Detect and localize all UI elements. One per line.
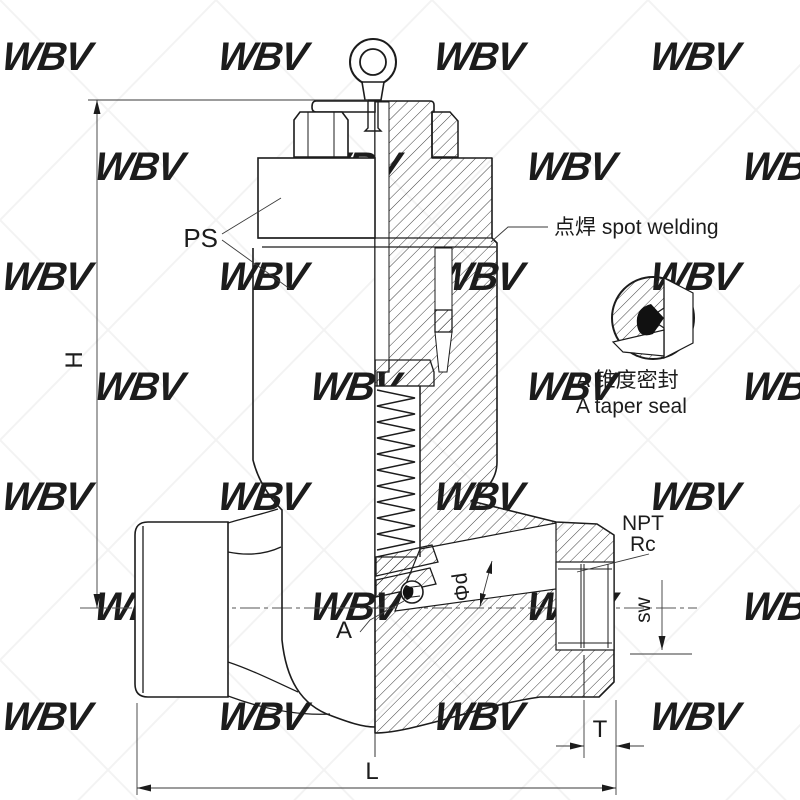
dimensions: H L T sw Φd: [61, 99, 692, 795]
eyebolt-shank: [361, 81, 385, 101]
spring: [376, 389, 416, 551]
internals: [375, 309, 453, 598]
detail-title-en: A taper seal: [576, 395, 687, 418]
seal-black: [402, 585, 414, 600]
spring-guide: [376, 359, 435, 387]
label-rc: Rc: [630, 533, 656, 556]
dim-t: T: [593, 716, 608, 743]
dim-l: L: [365, 758, 378, 785]
top-plate-left: [311, 100, 376, 113]
seal-groove: [434, 247, 453, 311]
dim-sw: sw: [632, 596, 655, 623]
seal-balloon: [400, 580, 424, 604]
eyebolt-hole: [359, 48, 387, 76]
stem-bore: [374, 101, 390, 361]
transition-curves: [142, 508, 331, 715]
eyebolt-stem: [363, 100, 383, 132]
detail-title-cn: A 锥度密封: [576, 369, 679, 392]
dim-h: H: [61, 351, 88, 368]
detail-view-a: A 锥度密封 A taper seal: [576, 276, 695, 418]
annotations: PS 点焊 spot welding NPT Rc A: [183, 197, 719, 644]
label-spot-welding: 点焊 spot welding: [554, 216, 719, 239]
body-left-outline: [252, 248, 376, 728]
retainer-section: [431, 111, 459, 158]
bonnet-upper: [257, 157, 376, 239]
inlet-port: [134, 521, 229, 698]
outlet-bore: [555, 561, 615, 651]
stem-nut: [293, 111, 349, 158]
eyebolt: [349, 38, 397, 132]
disc-holder: [375, 544, 439, 577]
label-ps: PS: [183, 223, 218, 253]
dim-phi-d: Φd: [448, 571, 475, 602]
detail-seal-black: [636, 304, 664, 336]
label-a-ref: A: [336, 617, 352, 644]
label-npt: NPT: [622, 512, 664, 535]
seal-ring-section: [434, 309, 453, 333]
exterior-left-half: [134, 100, 496, 728]
bonnet-band: [258, 112, 496, 248]
outlet-threads: [558, 564, 612, 697]
